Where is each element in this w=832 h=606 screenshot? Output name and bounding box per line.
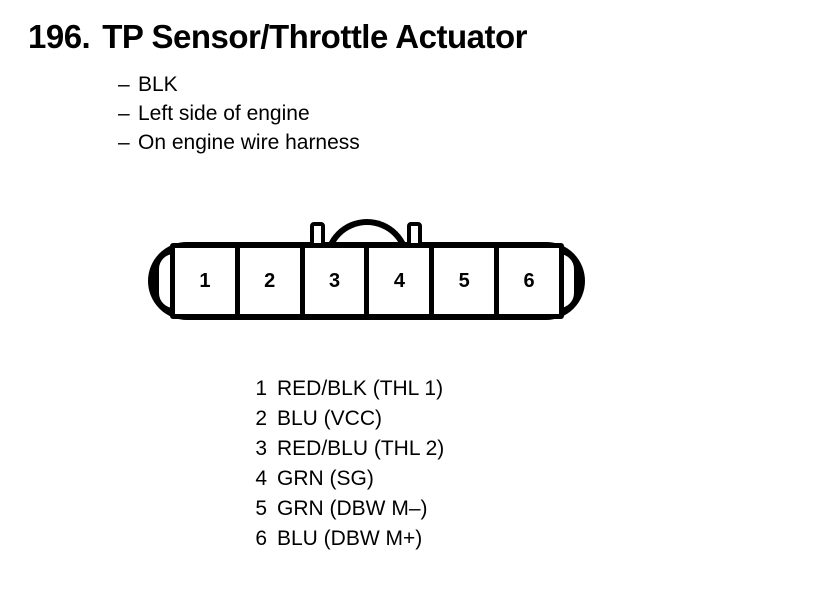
pin-legend-label: RED/BLU (THL 2) xyxy=(277,437,445,460)
pin-legend-number: 4 xyxy=(255,467,267,490)
connector-pin-cell[interactable]: 4 xyxy=(369,248,435,314)
page-title-number: 196. xyxy=(28,18,91,55)
pin-legend-row: 4 GRN (SG) xyxy=(253,464,444,494)
pin-legend-row: 6 BLU (DBW M+) xyxy=(253,524,444,554)
pin-legend-label: BLU (VCC) xyxy=(277,407,383,430)
connector-pin-row: 1 2 3 4 5 6 xyxy=(170,243,564,319)
page-title: 196. TP Sensor/Throttle Actuator xyxy=(28,18,527,56)
note-dash-icon: – xyxy=(118,102,130,125)
note-dash-icon: – xyxy=(118,131,130,154)
pin-legend-row: 1 RED/BLK (THL 1) xyxy=(253,374,444,404)
pin-legend-label: GRN (DBW M–) xyxy=(277,497,428,520)
pin-legend-number: 3 xyxy=(255,437,267,460)
pin-legend-label: GRN (SG) xyxy=(277,467,374,490)
connector-pin-cell[interactable]: 1 xyxy=(175,248,240,314)
note-dash-icon: – xyxy=(118,73,130,96)
connector-pin-cell[interactable]: 3 xyxy=(304,248,370,314)
pin-legend-row: 3 RED/BLU (THL 2) xyxy=(253,434,444,464)
page-title-text: TP Sensor/Throttle Actuator xyxy=(102,18,527,55)
note-item-label: On engine wire harness xyxy=(138,131,360,154)
connector-pin-cell[interactable]: 5 xyxy=(434,248,500,314)
pin-legend: 1 RED/BLK (THL 1) 2 BLU (VCC) 3 RED/BLU … xyxy=(253,374,444,554)
pin-legend-label: BLU (DBW M+) xyxy=(277,527,423,550)
notes-list: –BLK –Left side of engine –On engine wir… xyxy=(118,70,360,157)
pin-legend-label: RED/BLK (THL 1) xyxy=(277,377,444,400)
note-item: –Left side of engine xyxy=(118,99,360,128)
pin-legend-row: 5 GRN (DBW M–) xyxy=(253,494,444,524)
note-item-label: Left side of engine xyxy=(138,102,310,125)
pin-legend-number: 1 xyxy=(255,377,267,400)
connector-diagram: 1 2 3 4 5 6 xyxy=(148,213,588,325)
connector-pin-cell[interactable]: 2 xyxy=(239,248,305,314)
connector-pin-cell[interactable]: 6 xyxy=(499,248,559,314)
pin-legend-number: 2 xyxy=(255,407,267,430)
note-item: –On engine wire harness xyxy=(118,128,360,157)
pin-legend-number: 5 xyxy=(255,497,267,520)
pin-legend-row: 2 BLU (VCC) xyxy=(253,404,444,434)
pin-legend-number: 6 xyxy=(255,527,267,550)
note-item: –BLK xyxy=(118,70,360,99)
note-item-label: BLK xyxy=(138,73,178,96)
